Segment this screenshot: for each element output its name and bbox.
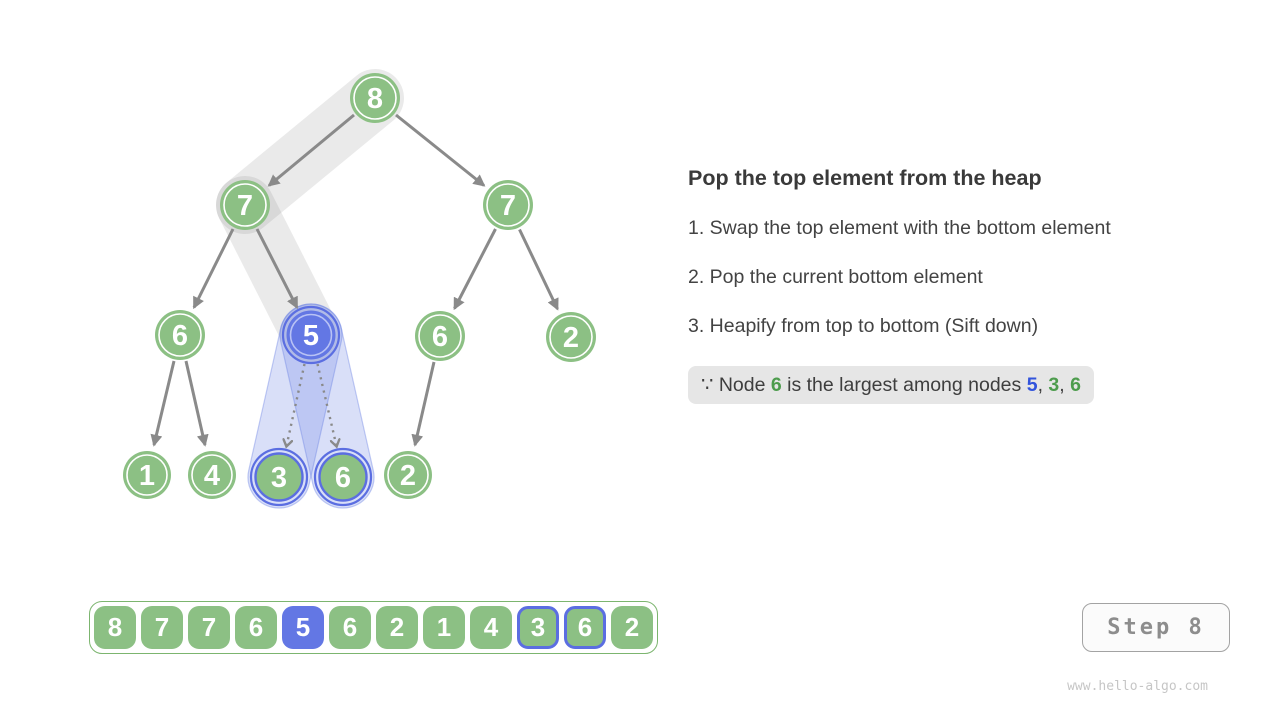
array-cell-5: 6 bbox=[329, 606, 371, 649]
note-text: ∵ Node bbox=[701, 374, 771, 396]
array-cell-0: 8 bbox=[94, 606, 136, 649]
tree-node-1: 7 bbox=[220, 180, 270, 230]
tree-node-2: 7 bbox=[483, 180, 533, 230]
note-node-6: 6 bbox=[770, 374, 782, 396]
tree-node-7-value: 1 bbox=[139, 460, 155, 492]
array-cell-7: 1 bbox=[423, 606, 465, 649]
panel-step-3: 3. Heapify from top to bottom (Sift down… bbox=[688, 315, 1039, 337]
tree-node-1-value: 7 bbox=[237, 190, 253, 222]
tree-node-5: 6 bbox=[415, 311, 465, 361]
sift-compare-arrows bbox=[287, 363, 337, 446]
tree-node-3-value: 6 bbox=[172, 320, 188, 352]
tree-node-9-outlined: 3 bbox=[249, 447, 309, 507]
tree-node-0: 8 bbox=[350, 73, 400, 123]
array-cell-2: 7 bbox=[188, 606, 230, 649]
tree-node-2-value: 7 bbox=[500, 190, 516, 222]
tree-node-3: 6 bbox=[155, 310, 205, 360]
array-cell-10-outlined: 6 bbox=[564, 606, 606, 649]
panel-title: Pop the top element from the heap bbox=[688, 166, 1042, 190]
array-cell-8: 4 bbox=[470, 606, 512, 649]
array-cell-11: 2 bbox=[611, 606, 653, 649]
panel-step-1: 1. Swap the top element with the bottom … bbox=[688, 217, 1111, 239]
tree-node-9-value: 3 bbox=[271, 462, 287, 494]
array-cell-1: 7 bbox=[141, 606, 183, 649]
array-cell-6: 2 bbox=[376, 606, 418, 649]
note-node-5: 5 bbox=[1026, 374, 1038, 396]
note-separator: , bbox=[1059, 374, 1071, 396]
step-badge: Step 8 bbox=[1082, 603, 1230, 652]
note-box: ∵ Node 6 is the largest among nodes 5, 3… bbox=[688, 366, 1094, 404]
note-node-6b: 6 bbox=[1070, 374, 1081, 396]
note-separator: , bbox=[1037, 374, 1049, 396]
tree-node-11-value: 2 bbox=[400, 460, 416, 492]
tree-node-0-value: 8 bbox=[367, 83, 383, 115]
watermark: www.hello-algo.com bbox=[1067, 679, 1208, 694]
tree-node-10-outlined: 6 bbox=[313, 447, 373, 507]
array-cell-9-outlined: 3 bbox=[517, 606, 559, 649]
note-text: is the largest among nodes bbox=[781, 374, 1027, 396]
note-node-3: 3 bbox=[1048, 374, 1060, 396]
tree-nodes: 8 7 7 6 5 bbox=[123, 73, 596, 507]
tree-node-6: 2 bbox=[546, 312, 596, 362]
array-cell-3: 6 bbox=[235, 606, 277, 649]
tree-node-4-value: 5 bbox=[303, 320, 319, 352]
tree-node-10-value: 6 bbox=[335, 462, 351, 494]
tree-node-7: 1 bbox=[123, 451, 171, 499]
tree-node-4-highlighted: 5 bbox=[281, 305, 341, 365]
tree-node-8: 4 bbox=[188, 451, 236, 499]
tree-node-6-value: 2 bbox=[563, 322, 579, 354]
array-cell-4-highlighted: 5 bbox=[282, 606, 324, 649]
heap-array: 8 7 7 6 5 6 2 1 4 3 6 2 bbox=[89, 601, 658, 654]
tree-edges bbox=[150, 113, 559, 447]
heap-tree-diagram: 8 7 7 6 5 bbox=[123, 69, 596, 509]
explanation-panel: Pop the top element from the heap 1. Swa… bbox=[688, 166, 1233, 404]
tree-node-5-value: 6 bbox=[432, 321, 448, 353]
panel-step-2: 2. Pop the current bottom element bbox=[688, 266, 983, 288]
tree-node-8-value: 4 bbox=[204, 460, 220, 492]
tree-node-11: 2 bbox=[384, 451, 432, 499]
